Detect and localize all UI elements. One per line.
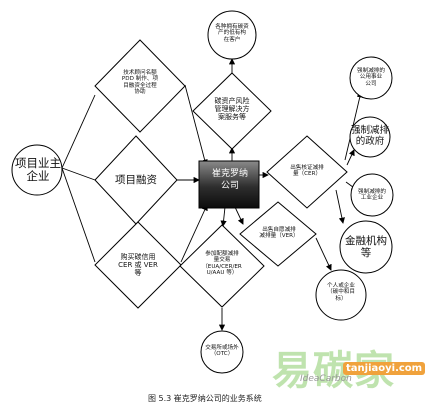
figure-caption: 图 5.3 崔克罗纳公司的业务系统 [148, 394, 262, 403]
public-utility-label: 强制减排的 公用事业 公司 [357, 68, 385, 87]
purchase-credits-label: 购买碳信用 CER 或 VER 等 [118, 253, 158, 278]
watermark-url: tanjiaoyi.com [343, 362, 426, 375]
financing-label: 项目融资 [115, 174, 157, 186]
trade-allowances-label: 参加配额减排 量交易 （EUA/CER/ER U/AAU 等） [202, 251, 242, 277]
trade-allowances-diamond [179, 224, 265, 308]
project-owner-node [11, 144, 63, 196]
sell-ver-label: 出售自愿减排 减排量（VER） [259, 227, 299, 240]
financial-institution-node [339, 220, 393, 274]
center-company-label: 崔克罗纳 公司 [211, 169, 248, 192]
sell-ver-diamond [239, 201, 317, 267]
otc-label: 交易所或场外 （OTC） [205, 345, 239, 358]
center-company-box [198, 160, 260, 209]
financial-institution-label: 金融机构 等 [345, 235, 387, 260]
public-utility-node [349, 56, 393, 100]
government-label: 强制减排 的政府 [350, 125, 389, 147]
industrial-enterprise-node [350, 173, 394, 217]
purchase-credits-diamond [94, 221, 182, 309]
project-owner-label: 项目业主 企业 [15, 156, 61, 184]
risk-management-label: 碳资产风险 管理解决方 案服务等 [214, 97, 250, 122]
individual-label: 个人或企业 （碳中和目 标） [327, 283, 355, 302]
sell-cer-label: 出售核证减排 量（CER） [290, 165, 324, 178]
customers-node [207, 10, 257, 60]
government-node [349, 116, 391, 158]
risk-management-diamond [192, 72, 272, 150]
individual-node [315, 269, 367, 321]
tech-advisory-label: 技术顾问名额 PDD 制作、项 目融资全过程 协助 [121, 70, 159, 96]
sell-cer-diamond [266, 135, 348, 209]
otc-node [200, 330, 244, 374]
customers-label: 各种拥有碳资 产的低有构 在客户 [215, 24, 249, 43]
industrial-enterprise-label: 强制减排的 工业企业 [358, 189, 386, 202]
tech-advisory-diamond [94, 39, 186, 133]
shapes [11, 10, 394, 374]
watermark-brand: IdeaCarbon [300, 374, 352, 384]
